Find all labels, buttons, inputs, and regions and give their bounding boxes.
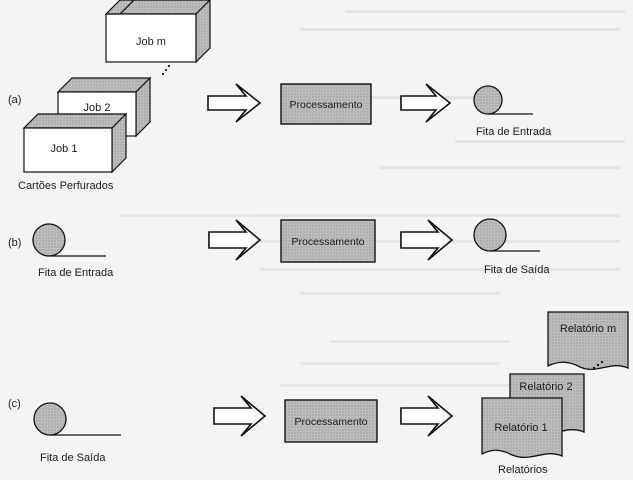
punch-card-job-1: Job 1 xyxy=(22,112,128,174)
process-b-label: Processamento xyxy=(292,236,365,248)
process-c-label: Processamento xyxy=(295,416,368,428)
report-1: Relatório 1 xyxy=(481,397,563,459)
flow-arrow-c2 xyxy=(400,395,454,437)
process-box-a: Processamento xyxy=(280,83,372,125)
process-a-label: Processamento xyxy=(290,99,363,111)
job-2-label: Job 2 xyxy=(84,102,111,114)
tape-reel-input-b xyxy=(32,223,106,257)
report-1-label: Relatório 1 xyxy=(494,422,547,434)
tape-b-input-label: Fita de Entrada xyxy=(38,267,114,279)
row-a-marker: (a) xyxy=(8,94,21,106)
row-b: (b) Fita de Entrada Processamento Fita d… xyxy=(8,218,550,279)
jobs-continuation-dots xyxy=(161,64,171,76)
reports-caption: Relatórios xyxy=(498,464,548,476)
punch-cards-caption: Cartões Perfurados xyxy=(18,180,114,192)
punch-card-job-m: Job m xyxy=(104,0,211,64)
report-2-label: Relatório 2 xyxy=(519,381,572,393)
report-m-label: Relatório m xyxy=(560,323,616,335)
flow-arrow-b2 xyxy=(400,219,454,261)
flow-arrow-a1 xyxy=(207,83,262,123)
flow-arrow-a2 xyxy=(400,83,452,123)
row-b-marker: (b) xyxy=(8,237,21,249)
row-c: (c) Fita de Saída Processamento Relatóri… xyxy=(8,311,629,476)
tape-reel-input-c xyxy=(33,402,121,436)
process-box-b: Processamento xyxy=(280,219,376,263)
tape-reel-output-a xyxy=(473,85,533,115)
tape-reel-output-b xyxy=(473,218,540,252)
job-1-label: Job 1 xyxy=(51,143,78,155)
process-box-c: Processamento xyxy=(284,399,378,443)
job-m-label: Job m xyxy=(136,36,166,48)
tape-a-label: Fita de Entrada xyxy=(476,126,552,138)
tape-b-output-label: Fita de Saída xyxy=(484,264,550,276)
row-c-marker: (c) xyxy=(8,398,21,410)
tape-c-input-label: Fita de Saída xyxy=(40,452,106,464)
reports-continuation-dots xyxy=(592,360,604,370)
row-a: (a) Job m Job 2 Job 1 xyxy=(8,0,552,192)
report-m: Relatório m xyxy=(547,311,629,371)
flow-arrow-c1 xyxy=(213,395,267,437)
flow-arrow-b1 xyxy=(208,219,262,261)
